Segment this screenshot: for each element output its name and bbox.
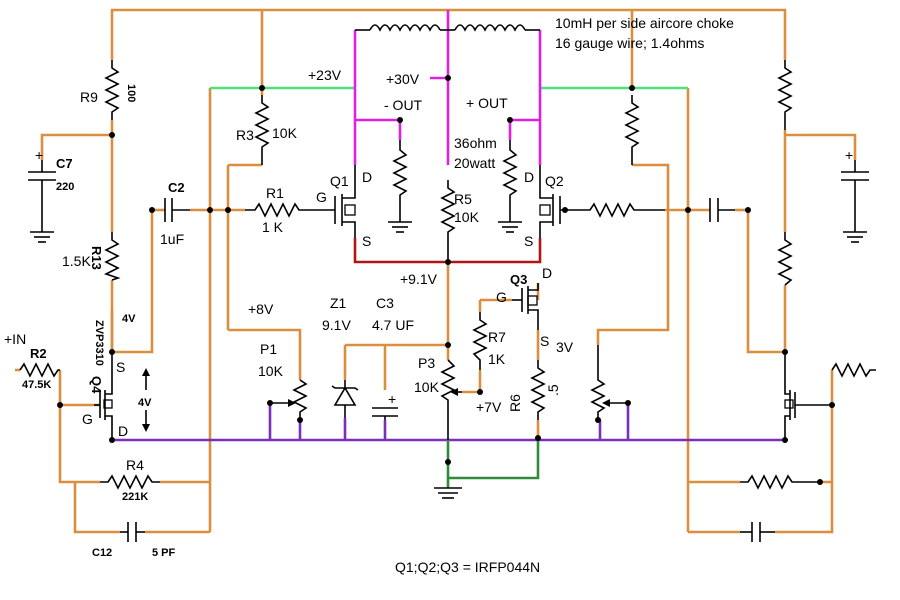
label-out-pos: + OUT bbox=[466, 95, 508, 111]
potentiometers bbox=[270, 345, 628, 440]
label-c3-val: 4.7 UF bbox=[372, 317, 414, 333]
label-r1-val: 1 K bbox=[262, 219, 284, 235]
junction-dots bbox=[57, 75, 835, 485]
label-q4-g: G bbox=[82, 411, 93, 427]
label-p1-val: 10K bbox=[258, 363, 284, 379]
label-v23: +23V bbox=[308, 67, 342, 83]
label-q2-s: S bbox=[524, 233, 533, 249]
choke-note-line1: 10mH per side aircore choke bbox=[555, 15, 734, 31]
label-load-watt: 20watt bbox=[454, 155, 495, 171]
label-v8: +8V bbox=[248, 301, 274, 317]
label-r2-val: 47.5K bbox=[22, 379, 51, 391]
voltage-arrows bbox=[142, 368, 150, 432]
label-c2: C2 bbox=[168, 180, 185, 195]
label-v3: 3V bbox=[556, 339, 574, 355]
label-q1-d: D bbox=[362, 169, 372, 185]
label-c3: C3 bbox=[376, 295, 394, 311]
label-r2: R2 bbox=[30, 346, 47, 361]
zener-z1 bbox=[331, 380, 359, 418]
label-r9: R9 bbox=[80, 89, 98, 105]
label-4v-mid: 4V bbox=[138, 397, 152, 409]
label-q3-s: S bbox=[540, 333, 549, 349]
label-v30: +30V bbox=[386, 71, 420, 87]
label-q4-d: D bbox=[118, 423, 128, 439]
label-p3-val: 10K bbox=[414, 379, 440, 395]
label-4v-top: 4V bbox=[122, 313, 136, 325]
label-r3-val: 10K bbox=[272, 125, 298, 141]
label-q4: Q4 bbox=[89, 376, 104, 394]
label-q2-d: D bbox=[524, 169, 534, 185]
label-r3: R3 bbox=[236, 127, 254, 143]
labels: 10mH per side aircore choke 16 gauge wir… bbox=[4, 15, 853, 575]
c3-plus: + bbox=[388, 391, 396, 407]
label-q4-s: S bbox=[116, 359, 125, 375]
output-wires bbox=[353, 10, 542, 165]
label-out-neg: - OUT bbox=[384, 97, 423, 113]
label-r7-val: 1K bbox=[488, 351, 506, 367]
ground-symbols bbox=[30, 221, 867, 499]
label-q1-g: G bbox=[316, 189, 327, 205]
label-c7-val: 220 bbox=[56, 181, 74, 193]
label-z1-val: 9.1V bbox=[322, 317, 351, 333]
c7-right-plus: + bbox=[845, 147, 853, 163]
label-c12: C12 bbox=[92, 547, 112, 559]
label-p1: P1 bbox=[260, 341, 277, 357]
label-r4: R4 bbox=[126, 457, 144, 473]
label-c7: C7 bbox=[56, 156, 73, 171]
label-r9-val: 100 bbox=[125, 84, 137, 102]
label-q2: Q2 bbox=[545, 173, 564, 189]
label-r5: R5 bbox=[454, 191, 472, 207]
label-r13: R13 bbox=[89, 246, 104, 270]
c7-plus: + bbox=[35, 147, 43, 163]
label-r6: R6 bbox=[507, 394, 523, 412]
label-r13-val: 1.5K bbox=[62, 253, 91, 269]
mosfets bbox=[94, 165, 832, 440]
label-r1: R1 bbox=[266, 185, 284, 201]
ground-wires bbox=[446, 438, 540, 488]
label-q3-g: G bbox=[496, 289, 507, 305]
resistors bbox=[19, 60, 876, 490]
label-r6-val: .5 bbox=[545, 384, 561, 396]
label-zvp: ZVP3310 bbox=[93, 320, 105, 366]
label-r4-val: 221K bbox=[122, 491, 148, 503]
label-v91: +9.1V bbox=[400, 271, 438, 287]
label-q1-s: S bbox=[362, 233, 371, 249]
choke-note-line2: 16 gauge wire; 1.4ohms bbox=[555, 35, 704, 51]
label-c12-val: 5 PF bbox=[152, 547, 176, 559]
label-in: +IN bbox=[4, 331, 26, 347]
label-q3: Q3 bbox=[510, 272, 527, 287]
choke bbox=[355, 24, 540, 32]
label-v7: +7V bbox=[476, 399, 502, 415]
label-p3: P3 bbox=[418, 355, 435, 371]
label-q1: Q1 bbox=[330, 173, 349, 189]
label-load-ohm: 36ohm bbox=[454, 135, 497, 151]
footer-note: Q1;Q2;Q3 = IRFP044N bbox=[395, 559, 540, 575]
capacitors bbox=[28, 160, 869, 542]
label-r5-val: 10K bbox=[454, 209, 480, 225]
label-r7: R7 bbox=[488, 329, 506, 345]
label-z1: Z1 bbox=[330, 295, 347, 311]
label-q3-d: D bbox=[542, 265, 552, 281]
label-c2-val: 1uF bbox=[160, 231, 184, 247]
